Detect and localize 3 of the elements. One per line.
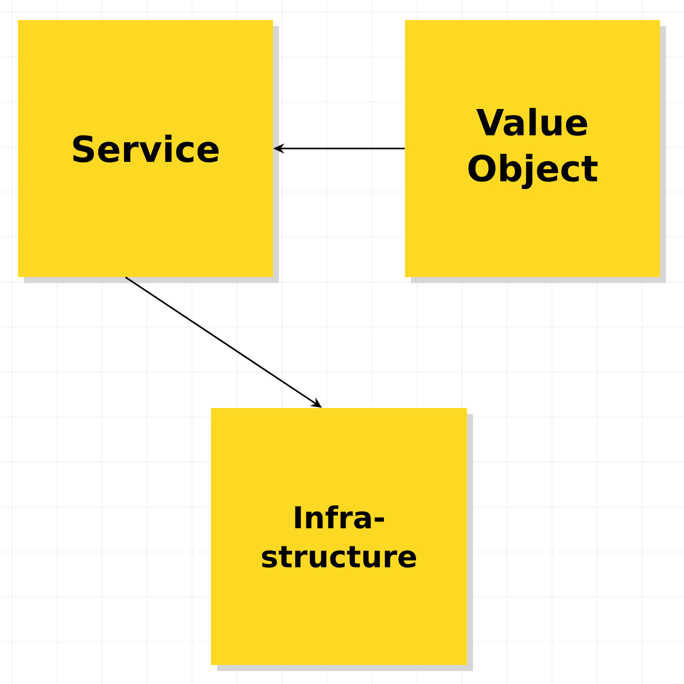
sticky-note: Value Object — [405, 20, 666, 283]
sticky-note: Infra- structure — [211, 408, 473, 671]
sticky-note: Service — [18, 20, 279, 283]
